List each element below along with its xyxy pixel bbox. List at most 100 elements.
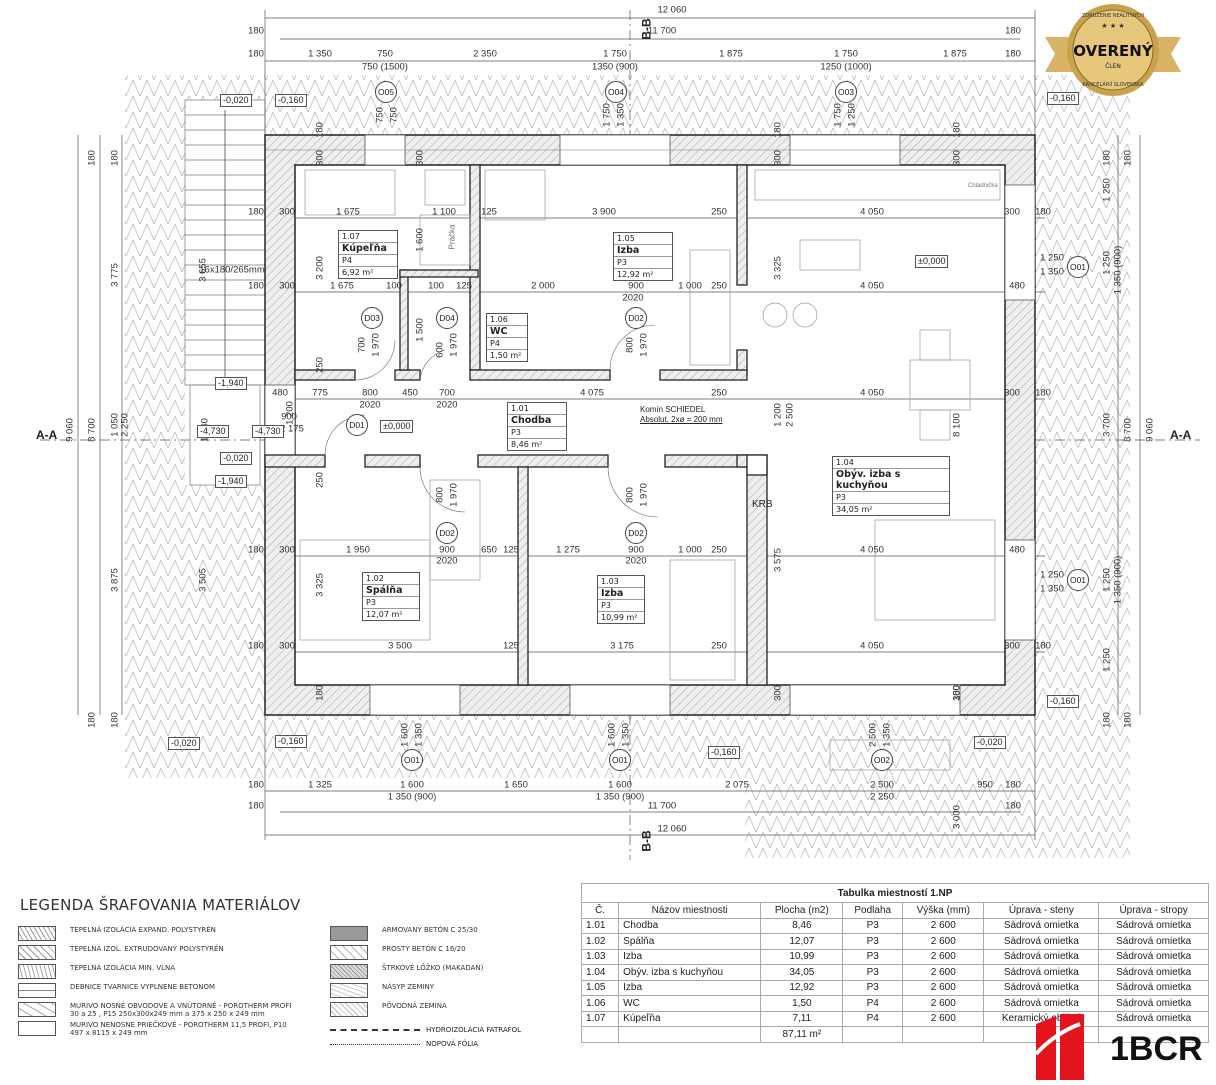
table-header: Č. <box>580 902 620 919</box>
dimension-label: 1 250 <box>1040 569 1064 581</box>
dimension-label: 180 <box>248 779 264 791</box>
dimension-label: 1 750 <box>603 48 627 60</box>
legend-label: PROSTÝ BETÓN C 16/20 <box>382 945 466 953</box>
door-marker: D02 <box>436 522 458 544</box>
legend-item: PROSTÝ BETÓN C 16/20 <box>330 945 483 964</box>
vertical-dimension-label: 1 350 (900) <box>1112 555 1124 605</box>
dimension-label: 3 900 <box>592 206 616 218</box>
legend-swatch <box>330 926 368 941</box>
room-number: 1.06 <box>487 314 527 326</box>
vertical-dimension-label: 180 <box>1122 150 1134 166</box>
dimension-label: 125 <box>503 544 519 556</box>
dimension-label: 250 <box>711 206 727 218</box>
dimension-label: 125 <box>481 206 497 218</box>
legend-swatch <box>18 945 56 960</box>
dimension-label: 11 700 <box>647 25 677 37</box>
vertical-dimension-label: 800 <box>624 337 636 353</box>
dimension-label: 180 <box>1035 640 1051 652</box>
table-header: Úprava - stropy <box>1098 902 1209 919</box>
dimension-label: 2 000 <box>531 280 555 292</box>
table-cell: 2 600 <box>902 995 985 1012</box>
level-marker: -4,730 <box>252 425 284 438</box>
interior-walls <box>264 164 768 686</box>
door-marker: D02 <box>625 522 647 544</box>
legend-label: DEBNICE TVARNICE VYPLNENE BETONOM <box>70 983 216 991</box>
dimension-label: 900 <box>439 544 455 556</box>
vertical-dimension-label: 180 <box>772 122 784 138</box>
door-marker: D02 <box>625 307 647 329</box>
dimension-label: 450 <box>402 387 418 399</box>
dimension-label: 480 <box>1009 280 1025 292</box>
table-cell: Izba <box>618 948 762 965</box>
dimension-label: 1 650 <box>504 779 528 791</box>
legend-line-label: NOPOVÁ FÓLIA <box>426 1040 478 1048</box>
legend-swatch <box>330 964 368 979</box>
vertical-dimension-label: 600 <box>434 342 446 358</box>
vertical-dimension-label: 300 <box>772 150 784 166</box>
table-cell: 2 600 <box>902 979 985 996</box>
legend-swatch <box>330 945 368 960</box>
logo-text: 1BCR <box>1110 1030 1203 1068</box>
vertical-dimension-label: 180 <box>86 150 98 166</box>
table-cell: Sádrová omietka <box>983 933 1100 950</box>
table-cell: Sádrová omietka <box>983 995 1100 1012</box>
table-cell: Sádrová omietka <box>1098 933 1209 950</box>
window-marker: O01 <box>1067 569 1089 591</box>
table-cell: 1.05 <box>580 979 620 996</box>
dimension-label: 750 (1500) <box>362 61 408 73</box>
table-cell: 2 600 <box>902 933 985 950</box>
dimension-label: 300 <box>279 280 295 292</box>
vertical-dimension-label: 1 250 <box>1101 648 1113 672</box>
vertical-dimension-label: 3 875 <box>109 568 121 592</box>
dimension-label: 1 350 (900) <box>387 791 437 803</box>
dimension-label: 1 275 <box>556 544 580 556</box>
level-marker: ±0,000 <box>380 420 414 433</box>
vertical-dimension-label: 250 <box>314 357 326 373</box>
dimension-label: 180 <box>1035 206 1051 218</box>
level-marker: -0,020 <box>220 452 252 465</box>
room-name: Obýv. izba s kuchyňou <box>833 469 949 492</box>
legend-item: NÁSYP ZEMINY <box>330 983 483 1002</box>
legend-swatch <box>330 1002 368 1017</box>
vertical-dimension-label: 9 060 <box>64 418 76 442</box>
dimension-label: 11 700 <box>647 800 677 812</box>
table-header: Výška (mm) <box>902 902 985 919</box>
dimension-label: 250 <box>711 280 727 292</box>
dimension-label: 4 050 <box>860 206 884 218</box>
table-cell: 1.01 <box>580 917 620 934</box>
table-cell: Sádrová omietka <box>983 964 1100 981</box>
table-cell: Sádrová omietka <box>1098 917 1209 934</box>
table-cell: P4 <box>842 1010 904 1027</box>
1bcr-logo: 1BCR <box>1034 1014 1216 1080</box>
table-header: Úprava - steny <box>983 902 1100 919</box>
fireplace-label: KRB <box>752 499 773 510</box>
dimension-label: 2020 <box>436 555 458 567</box>
dimension-label: 300 <box>1004 206 1020 218</box>
vertical-dimension-label: 3 700 <box>1101 413 1113 437</box>
dimension-label: 650 <box>481 544 497 556</box>
table-cell: Sádrová omietka <box>1098 964 1209 981</box>
dimension-label: 16x180/265mm <box>199 264 265 276</box>
vertical-dimension-label: 180 <box>951 685 963 701</box>
table-cell: 2 600 <box>902 948 985 965</box>
level-marker: -1,940 <box>215 475 247 488</box>
room-floor: P3 <box>833 492 949 504</box>
legend-label: MURIVO NENOSNE PRIEČKOVÉ - POROTHERM 11,… <box>70 1021 287 1037</box>
room-floor: P4 <box>339 255 397 267</box>
window-marker: O04 <box>605 81 627 103</box>
table-cell: 1,50 <box>760 995 844 1012</box>
section-mark-b-top: B-B <box>639 18 654 40</box>
dimension-label: 180 <box>1005 25 1021 37</box>
dimension-label: 1 325 <box>308 779 332 791</box>
level-marker: -0,020 <box>220 94 252 107</box>
level-marker: -0,160 <box>275 735 307 748</box>
legend-item: ŠTRKOVÉ LÔŽKO (MAKADAN) <box>330 964 483 983</box>
vertical-dimension-label: 2 500 <box>867 723 879 747</box>
dimension-lines <box>40 10 1200 860</box>
vertical-dimension-label: 180 <box>1101 712 1113 728</box>
dimension-label: 2020 <box>625 555 647 567</box>
vertical-dimension-label: 300 <box>314 150 326 166</box>
dimension-label: 2020 <box>622 292 644 304</box>
